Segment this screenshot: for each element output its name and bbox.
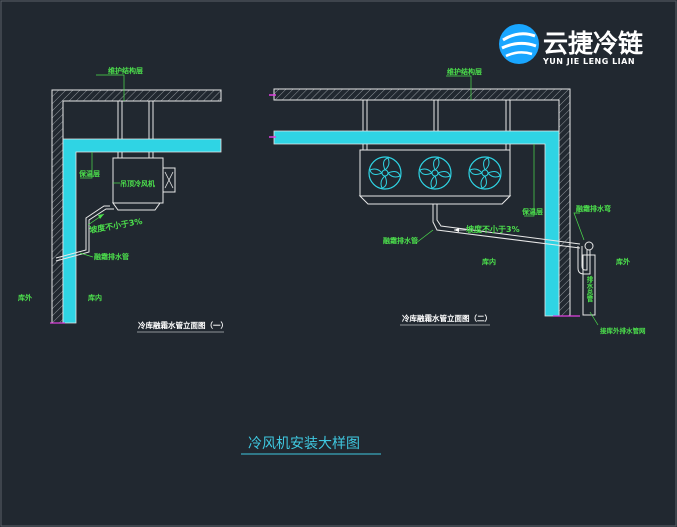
left-insulation <box>62 138 222 324</box>
right-drain-pipe <box>432 204 581 249</box>
right-wall-pipe-label: 排水总管 <box>585 275 593 304</box>
right-structure-wall <box>273 88 571 317</box>
company-logo: 云捷冷链 YUN JIE LENG LIAN <box>499 24 643 66</box>
fan-icon <box>368 156 402 190</box>
right-drain-label: 融霜排水管 <box>383 236 418 245</box>
right-inside-label: 库内 <box>482 257 496 266</box>
right-trap-label: 融霜排水弯 <box>576 204 611 213</box>
right-elevation: 维护结构层 保温层 融霜排水弯 融霜排水管 坡度不小于3% 库内 库外 排水总管… <box>269 67 646 335</box>
fan-icon <box>468 156 502 190</box>
right-struct-layer-label: 维护结构层 <box>447 67 482 76</box>
right-outside-label: 库外 <box>616 257 630 266</box>
right-caption: 冷库融霜水管立面图（二） <box>402 313 492 323</box>
right-insulation <box>273 130 560 317</box>
left-drain-label: 融霜排水管 <box>94 252 129 261</box>
drawing-title: 冷风机安装大样图 <box>248 436 360 452</box>
left-outside-label: 库外 <box>18 293 32 302</box>
left-caption: 冷库融霜水管立面图（一） <box>138 320 228 330</box>
left-insul-layer-label: 保温层 <box>78 169 100 178</box>
left-unit-label: 吊顶冷风机 <box>120 179 155 188</box>
right-outside-pipe-label: 接库外排水管网 <box>600 326 646 335</box>
left-struct-layer-label: 维护结构层 <box>108 66 143 75</box>
left-drain-pipe <box>55 205 110 259</box>
right-wall-pipe <box>582 254 596 316</box>
logo-name-cn: 云捷冷链 <box>543 29 643 58</box>
fan-icon <box>418 156 452 190</box>
left-elevation: 维护结构层 保温层 吊顶冷风机 坡度不小于3% 融霜排水管 库外 库内 冷库融霜… <box>18 66 228 333</box>
right-insul-layer-label: 保温层 <box>521 207 543 216</box>
left-structure-wall <box>51 89 222 324</box>
right-slope-label: 坡度不小于3% <box>466 224 520 234</box>
logo-name-en: YUN JIE LENG LIAN <box>542 57 635 66</box>
left-inside-label: 库内 <box>88 293 102 302</box>
